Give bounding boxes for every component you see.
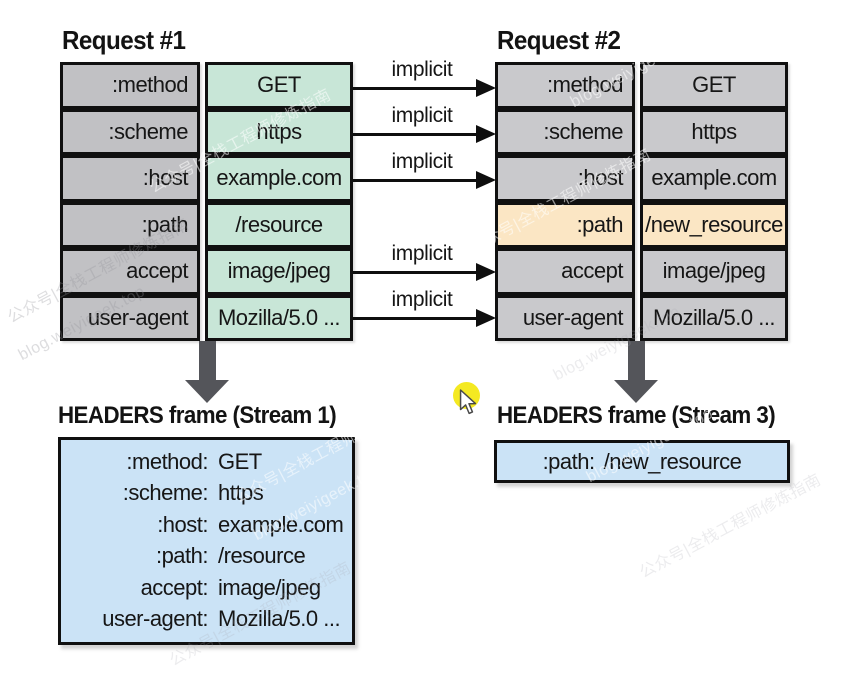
- header-value-cell: /resource: [205, 201, 353, 248]
- table-row: accept image/jpeg: [60, 248, 353, 295]
- request2-title: Request #2: [497, 25, 621, 55]
- frame-key: :scheme:: [122, 480, 209, 506]
- frame-key: :host:: [157, 511, 208, 537]
- watermark-text: 公众号|全栈工程师修炼指南: [637, 471, 825, 582]
- arrow-line: [353, 271, 477, 274]
- down-arrow-shaft: [199, 341, 216, 381]
- table-row: :path /resource: [60, 201, 353, 248]
- frame-value: GET: [218, 448, 262, 474]
- header-value-cell: /new_resource: [640, 201, 788, 248]
- down-arrow-shaft: [628, 341, 645, 381]
- frame-line: :host: example.com: [61, 509, 352, 541]
- header-value-cell: https: [640, 108, 788, 155]
- frame-line: :method: GET: [61, 446, 352, 478]
- frame-value: /resource: [218, 543, 306, 569]
- header-key-cell: :method: [60, 62, 200, 109]
- arrow-head-icon: [476, 263, 496, 281]
- down-arrow-icon: [614, 380, 658, 403]
- arrow-line: [353, 133, 477, 136]
- header-key-cell: :path: [495, 201, 635, 248]
- frame-value: example.com: [218, 511, 344, 537]
- request1-title: Request #1: [62, 25, 186, 55]
- header-key-cell: :host: [60, 155, 200, 202]
- header-key-cell: :method: [495, 62, 635, 109]
- arrow-line: [353, 179, 477, 182]
- arrow-head-icon: [476, 171, 496, 189]
- table-row: :scheme https: [495, 108, 788, 155]
- headers-frame3-box: :path: /new_resource: [494, 440, 790, 483]
- frame-key: :method:: [126, 448, 208, 474]
- table-row: :method GET: [60, 62, 353, 109]
- header-key-cell: :scheme: [495, 108, 635, 155]
- table-row: user-agent Mozilla/5.0 ...: [495, 294, 788, 341]
- frame-key: accept:: [140, 574, 209, 600]
- implicit-label: implicit: [391, 58, 453, 81]
- table-row: :host example.com: [60, 155, 353, 202]
- implicit-label: implicit: [391, 104, 453, 127]
- arrow-line: [353, 317, 477, 320]
- table-row: :method GET: [495, 62, 788, 109]
- header-key-cell: :path: [60, 201, 200, 248]
- header-key-cell: user-agent: [60, 294, 200, 341]
- header-key-cell: :scheme: [60, 108, 200, 155]
- header-value-cell: GET: [640, 62, 788, 109]
- arrow-head-icon: [476, 125, 496, 143]
- frame-line: :path: /resource: [61, 541, 352, 573]
- arrow-head-icon: [476, 79, 496, 97]
- header-key-cell: accept: [60, 248, 200, 295]
- headers-frame3-title: HEADERS frame (Stream 3): [497, 402, 776, 429]
- header-value-cell: GET: [205, 62, 353, 109]
- frame-line: :path: /new_resource: [543, 449, 742, 475]
- frame-key: user-agent:: [102, 606, 208, 632]
- frame-line: user-agent: Mozilla/5.0 ...: [61, 604, 352, 636]
- header-key-cell: user-agent: [495, 294, 635, 341]
- implicit-label: implicit: [391, 242, 453, 265]
- frame-line: accept: image/jpeg: [61, 572, 352, 604]
- frame-line: :scheme: https: [61, 478, 352, 510]
- implicit-label: implicit: [391, 150, 453, 173]
- table-row: :scheme https: [60, 108, 353, 155]
- frame-value: image/jpeg: [218, 574, 321, 600]
- header-value-cell: image/jpeg: [205, 248, 353, 295]
- headers-frame1-title: HEADERS frame (Stream 1): [58, 402, 337, 429]
- request1-header-table: :method GET :scheme https :host example.…: [60, 62, 353, 341]
- header-value-cell: Mozilla/5.0 ...: [640, 294, 788, 341]
- arrow-line: [353, 87, 477, 90]
- frame-key: :path:: [155, 543, 209, 569]
- header-value-cell: Mozilla/5.0 ...: [205, 294, 353, 341]
- implicit-label: implicit: [391, 288, 453, 311]
- table-row: :host example.com: [495, 155, 788, 202]
- header-value-cell: image/jpeg: [640, 248, 788, 295]
- table-row-highlighted-path: :path /new_resource: [495, 201, 788, 248]
- mouse-cursor-icon: [459, 389, 477, 415]
- table-row: accept image/jpeg: [495, 248, 788, 295]
- headers-frame1-box: :method: GET :scheme: https :host: examp…: [58, 437, 355, 645]
- header-key-cell: accept: [495, 248, 635, 295]
- frame-value: https: [218, 480, 264, 506]
- header-value-cell: example.com: [205, 155, 353, 202]
- table-row: user-agent Mozilla/5.0 ...: [60, 294, 353, 341]
- header-key-cell: :host: [495, 155, 635, 202]
- header-value-cell: example.com: [640, 155, 788, 202]
- frame-value: /new_resource: [603, 448, 742, 474]
- down-arrow-icon: [185, 380, 229, 403]
- arrow-head-icon: [476, 309, 496, 327]
- request2-header-table: :method GET :scheme https :host example.…: [495, 62, 788, 341]
- header-value-cell: https: [205, 108, 353, 155]
- frame-value: Mozilla/5.0 ...: [218, 606, 341, 632]
- frame-key: :path:: [542, 448, 596, 474]
